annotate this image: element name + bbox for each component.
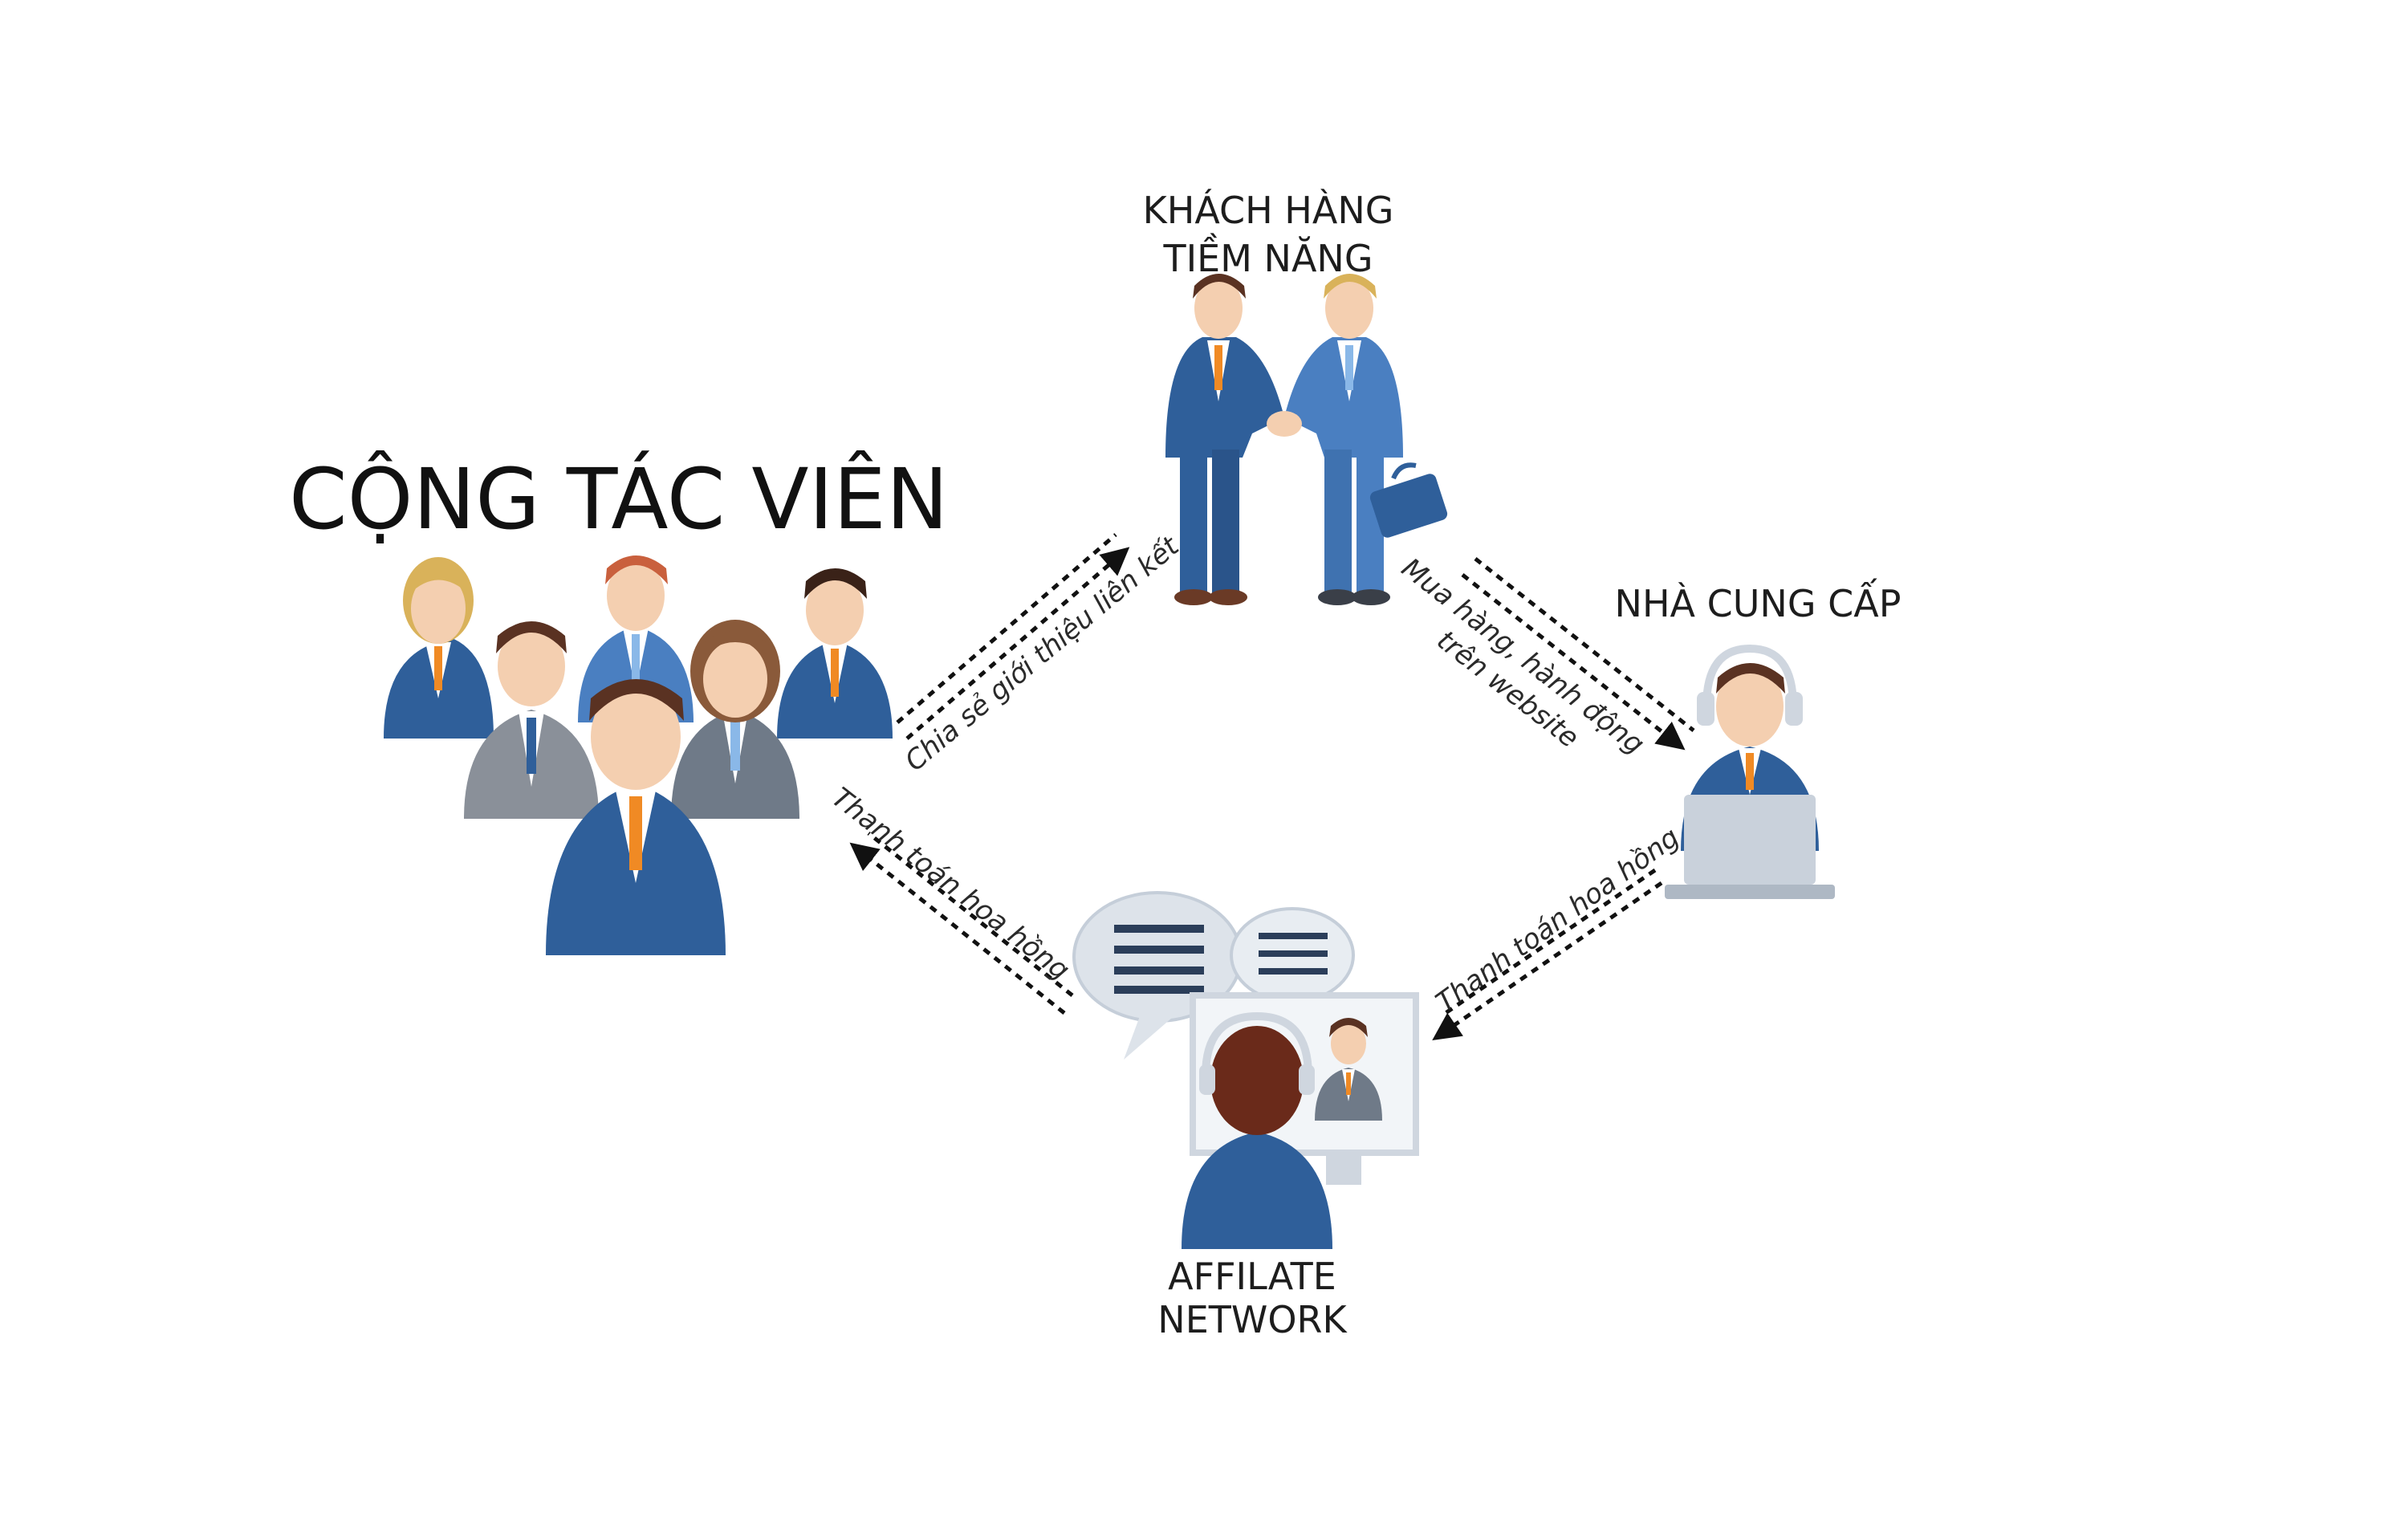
dashed-arrow — [849, 842, 1066, 1015]
person-icon — [464, 621, 599, 819]
supplier-label: NHÀ CUNG CẤP — [1615, 578, 1902, 625]
edge-label-commission-supplier: Thanh toán hoa hồng — [1430, 821, 1686, 1019]
dashed-arrow — [1442, 868, 1657, 1017]
network-label-line2: NETWORK — [1157, 1298, 1348, 1341]
edge-collaborators-to-customers: Chia sẻ giới thiệu liên kết — [896, 530, 1186, 778]
person-icon — [777, 568, 893, 739]
briefcase-icon — [1369, 462, 1448, 538]
group-of-people-icon — [384, 555, 893, 955]
edge-label-purchase-line1: Mua hàng, hành động — [1395, 552, 1649, 761]
person-icon — [546, 679, 726, 955]
person-icon — [1315, 1018, 1382, 1121]
edge-label-share-link: Chia sẻ giới thiệu liên kết — [899, 530, 1186, 778]
headset-icon — [1697, 644, 1803, 726]
edge-supplier-to-network: Thanh toán hoa hồng — [1430, 821, 1686, 1040]
dashed-arrow — [1474, 557, 1695, 732]
handshake-icon — [1165, 274, 1448, 605]
dashed-arrow — [867, 832, 1074, 997]
video-call-icon — [1072, 891, 1419, 1249]
network-label-line1: AFFILATE — [1168, 1255, 1336, 1298]
dashed-arrow — [1461, 573, 1686, 751]
edge-network-to-collaborators: Thanh toán hoa hồng — [825, 782, 1076, 1015]
dashed-arrow — [896, 533, 1117, 724]
customers-label-line1: KHÁCH HÀNG — [1143, 189, 1394, 232]
speech-bubble-icon — [1072, 891, 1243, 1060]
edge-label-commission-network: Thanh toán hoa hồng — [825, 782, 1075, 987]
laptop-icon — [1665, 795, 1835, 899]
collaborators-label: CỘNG TÁC VIÊN — [289, 450, 949, 548]
dashed-arrow — [905, 547, 1130, 740]
support-operator-icon — [1665, 644, 1835, 899]
dashed-arrow — [1432, 881, 1663, 1040]
customers-label-line2: TIỀM NĂNG — [1163, 233, 1373, 280]
person-icon — [1182, 1011, 1332, 1249]
person-icon — [671, 620, 799, 819]
person-icon — [384, 557, 494, 739]
